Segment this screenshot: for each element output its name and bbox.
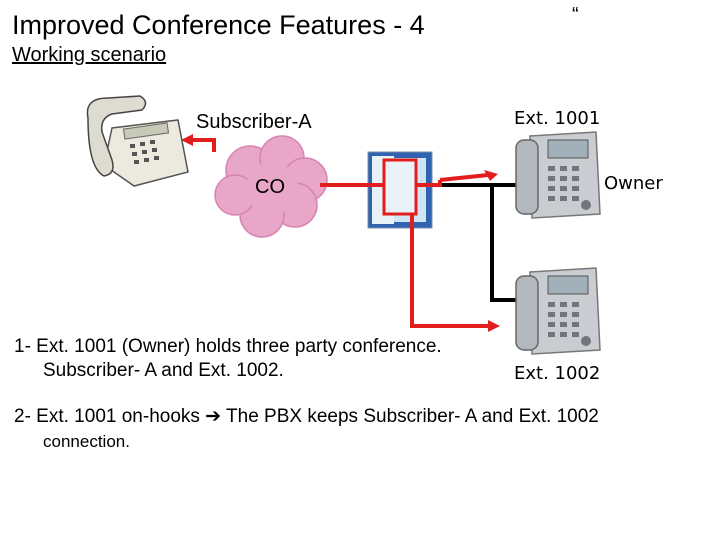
arrow-to-ext1001: [484, 170, 498, 181]
pbx-to-ext1002-red-path: [410, 214, 492, 328]
step-1-text: 1- Ext. 1001 (Owner) holds three party c…: [14, 335, 442, 383]
ext1001-label: Ext. 1001: [514, 108, 601, 129]
arrow-to-subscriber: [181, 134, 193, 146]
ext1002-phone-icon: [515, 267, 601, 355]
pbx-unit: [367, 151, 433, 229]
step-1-line-2: Subscriber- A and Ext. 1002.: [43, 360, 284, 381]
step-2-prefix: 2- Ext. 1001 on-hooks: [14, 406, 200, 427]
owner-label: Owner: [604, 173, 663, 194]
active-call-paths: [186, 138, 492, 328]
pbx-to-ext1001-red-path: [416, 180, 442, 187]
pbx-to-ext1002-line: [490, 185, 520, 302]
step-2-rest: The PBX keeps Subscriber- A and Ext. 100…: [226, 406, 599, 427]
subscriber-to-co-path: [186, 138, 216, 152]
step-2-continuation: connection.: [43, 432, 130, 451]
step-2-text: 2- Ext. 1001 on-hooks ➔ The PBX keeps Su…: [14, 405, 599, 428]
arrow-right-icon: ➔: [205, 406, 222, 427]
arrowheads: [181, 134, 500, 332]
ext1002-label: Ext. 1002: [514, 363, 601, 384]
subscriber-label: Subscriber-A: [196, 111, 312, 133]
arrow-to-ext1002: [488, 320, 500, 332]
quote-mark: “: [572, 4, 579, 26]
step-1-line-1: 1- Ext. 1001 (Owner) holds three party c…: [14, 336, 442, 357]
slide-title: Improved Conference Features - 4: [12, 10, 425, 40]
co-cloud: [214, 135, 328, 238]
ext1001-phone-icon: [515, 131, 601, 219]
co-label: CO: [255, 176, 285, 198]
subscriber-phone-icon: [86, 95, 189, 187]
slide-subtitle: Working scenario: [12, 44, 167, 66]
